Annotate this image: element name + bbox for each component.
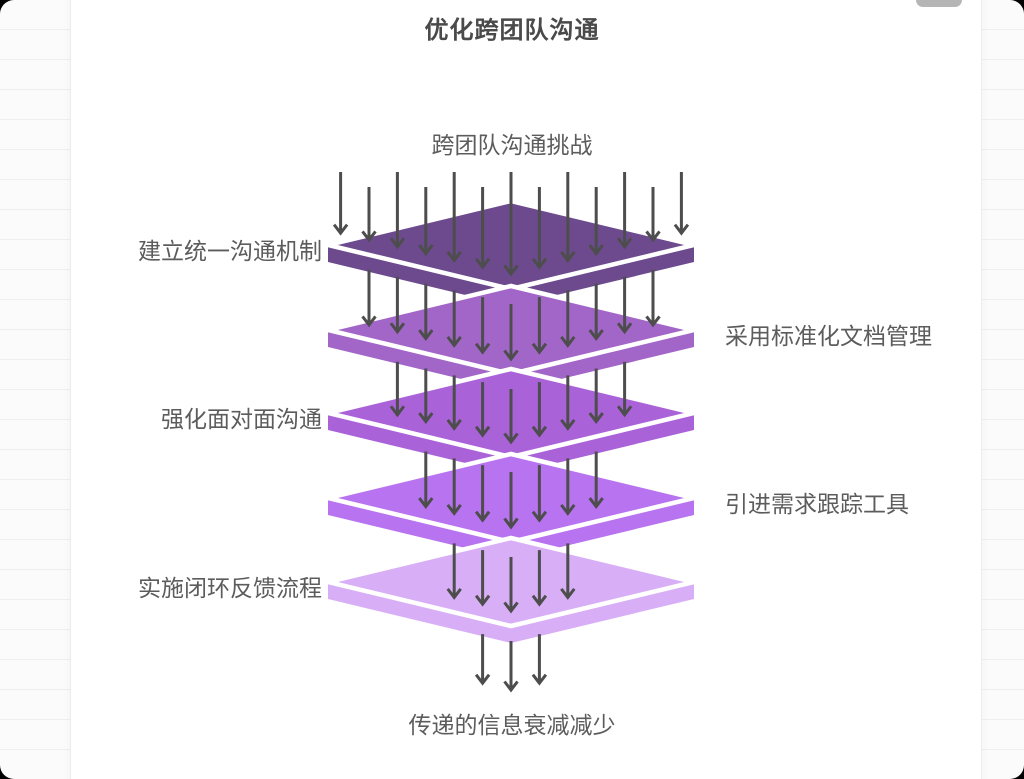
- down-arrow-icon: [588, 283, 604, 342]
- down-arrow-icon: [560, 375, 576, 431]
- down-arrow-icon: [474, 550, 491, 607]
- down-arrow-icon: [560, 458, 576, 516]
- down-arrow-icon: [389, 172, 406, 250]
- down-arrow-icon: [531, 465, 548, 523]
- down-arrow-icon: [673, 172, 690, 236]
- down-arrow-icon: [531, 297, 548, 355]
- layer-label-3: 强化面对面沟通: [161, 406, 322, 432]
- layer-label-4: 引进需求跟踪工具: [725, 491, 909, 517]
- down-arrow-icon: [645, 187, 661, 243]
- down-arrow-icon: [503, 304, 519, 362]
- down-arrow-icon: [474, 634, 491, 686]
- down-arrow-icon: [474, 187, 491, 270]
- down-arrow-icon: [645, 269, 661, 328]
- down-arrow-icon: [531, 634, 548, 686]
- down-arrow-icon: [531, 382, 548, 438]
- bottom-label: 传递的信息衰减减少: [408, 712, 616, 738]
- arrow-set-5: [474, 634, 548, 693]
- layer-label-2: 采用标准化文档管理: [725, 323, 932, 349]
- down-arrow-icon: [332, 172, 349, 236]
- down-arrow-icon: [446, 458, 462, 516]
- down-arrow-icon: [616, 361, 633, 418]
- down-arrow-icon: [588, 187, 604, 257]
- down-arrow-icon: [588, 451, 604, 510]
- page-title: 优化跨团队沟通: [424, 17, 600, 44]
- down-arrow-icon: [560, 543, 576, 600]
- down-arrow-icon: [446, 375, 462, 431]
- down-arrow-icon: [418, 451, 434, 510]
- layer-label-1: 建立统一沟通机制: [138, 238, 322, 264]
- down-arrow-icon: [361, 187, 377, 243]
- down-arrow-icon: [418, 283, 434, 342]
- down-arrow-icon: [446, 543, 462, 600]
- down-arrow-icon: [616, 172, 633, 250]
- down-arrow-icon: [503, 472, 519, 530]
- down-arrow-icon: [616, 276, 633, 335]
- down-arrow-icon: [560, 290, 576, 348]
- arrow-set-1: [361, 269, 661, 362]
- down-arrow-icon: [446, 290, 462, 348]
- down-arrow-icon: [389, 276, 406, 335]
- arrow-set-3: [418, 451, 604, 530]
- down-arrow-icon: [503, 172, 519, 277]
- down-arrow-icon: [418, 187, 434, 257]
- down-arrow-icon: [474, 297, 491, 355]
- layer-label-5: 实施闭环反馈流程: [138, 575, 322, 601]
- down-arrow-icon: [446, 172, 462, 263]
- down-arrow-icon: [389, 361, 406, 418]
- top-label: 跨团队沟通挑战: [431, 132, 593, 158]
- down-arrow-icon: [361, 269, 377, 328]
- down-arrow-icon: [531, 187, 548, 270]
- arrow-set-0: [332, 172, 690, 277]
- down-arrow-icon: [503, 641, 519, 693]
- down-arrow-icon: [588, 368, 604, 425]
- down-arrow-icon: [560, 172, 576, 263]
- down-arrow-icon: [531, 550, 548, 607]
- scrollbar-thumb[interactable]: [916, 0, 962, 7]
- down-arrow-icon: [418, 368, 434, 425]
- down-arrow-icon: [503, 557, 519, 614]
- down-arrow-icon: [474, 465, 491, 523]
- down-arrow-icon: [474, 382, 491, 438]
- down-arrow-icon: [503, 389, 519, 445]
- arrow-set-4: [446, 543, 576, 614]
- arrow-set-2: [389, 361, 633, 445]
